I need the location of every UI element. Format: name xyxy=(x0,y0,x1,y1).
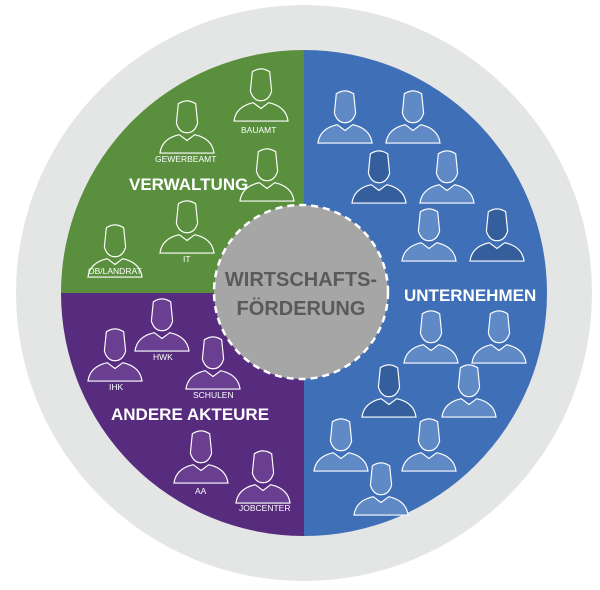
label-it: IT xyxy=(183,254,191,264)
label-aa: AA xyxy=(195,486,207,496)
label-bauamt: BAUAMT xyxy=(241,125,276,135)
center-title-line1: WIRTSCHAFTS- xyxy=(225,269,377,291)
label-ihk: IHK xyxy=(109,382,124,392)
sector-title-verwaltung: VERWALTUNG xyxy=(129,175,248,194)
label-schulen: SCHULEN xyxy=(193,390,234,400)
label-hwk: HWK xyxy=(153,352,173,362)
label-gewerbeamt: GEWERBEAMT xyxy=(155,154,216,164)
sector-title-unternehmen: UNTERNEHMEN xyxy=(404,286,536,305)
sector-title-andere-akteure: ANDERE AKTEURE xyxy=(111,405,269,424)
label-jobcenter: JOBCENTER xyxy=(239,503,290,513)
center-title-line2: FÖRDERUNG xyxy=(237,297,366,320)
center-circle xyxy=(212,203,390,381)
label-ob-landrat: OB/LANDRAT xyxy=(88,266,142,276)
